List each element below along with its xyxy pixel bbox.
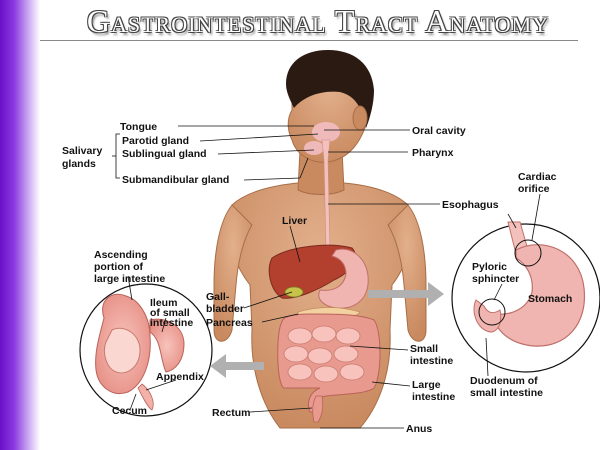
label-stomach: Stomach [528, 293, 572, 305]
label-cardiac-2: orifice [518, 183, 550, 195]
pyloric-sphincter-ring [478, 298, 506, 326]
appendix-shape [137, 383, 154, 411]
cecum-interior [103, 327, 141, 374]
parotid-gland-shape [312, 122, 340, 142]
labels: Tongue Parotid gland Sublingual gland Su… [62, 121, 572, 435]
label-esophagus: Esophagus [442, 199, 499, 211]
rectum-shape [312, 395, 324, 423]
label-cardiac-1: Cardiac [518, 171, 557, 183]
label-parotid-gland: Parotid gland [122, 135, 189, 147]
left-arm [213, 204, 253, 342]
organs [268, 244, 381, 423]
ear [352, 105, 368, 131]
label-pharynx: Pharynx [412, 147, 454, 159]
liver-shape [268, 244, 356, 299]
arrow-to-cecum-inset [210, 354, 264, 378]
label-submandibular-gland: Submandibular gland [122, 174, 229, 186]
cecum-inset [79, 283, 213, 417]
arrow-to-stomach-inset [368, 282, 444, 306]
small-intestine-coils [283, 325, 365, 383]
label-duodenum-1: Duodenum of [470, 375, 538, 387]
page-title: Gastrointestinal Tract Anatomy [86, 3, 550, 39]
label-rectum: Rectum [212, 407, 251, 419]
label-cecum: Cecum [112, 405, 147, 417]
stomach-inset [451, 221, 600, 373]
label-pyloric-2: sphincter [472, 273, 519, 285]
label-small-intestine-1: Small [410, 343, 438, 355]
label-ascending-3: large intestine [94, 273, 165, 285]
label-large-intestine-2: intestine [412, 391, 455, 403]
label-pyloric-1: Pyloric [472, 261, 507, 273]
label-ileum-3: intestine [150, 317, 193, 329]
title-divider [40, 40, 578, 41]
stomach-shape [318, 248, 369, 309]
label-sublingual-gland: Sublingual gland [122, 148, 207, 160]
hair [286, 50, 374, 128]
label-oral-cavity: Oral cavity [412, 125, 466, 137]
cardiac-orifice-ring [514, 239, 542, 267]
label-ileum-1: Ileum [150, 297, 177, 309]
label-duodenum-2: small intestine [470, 387, 543, 399]
label-small-intestine-2: intestine [410, 355, 453, 367]
label-tongue: Tongue [120, 121, 157, 133]
inset-stomach [493, 244, 586, 347]
label-gallbladder-2: bladder [206, 303, 244, 315]
label-ascending-1: Ascending [94, 249, 148, 261]
gallbladder-shape [284, 286, 304, 298]
label-pancreas: Pancreas [206, 317, 253, 329]
right-arm [387, 204, 427, 342]
ileum-shape [149, 318, 185, 373]
label-appendix: Appendix [156, 371, 204, 383]
label-salivary-1: Salivary [62, 145, 102, 157]
label-gallbladder-1: Gall- [206, 291, 230, 303]
label-anus: Anus [406, 423, 432, 435]
label-large-intestine-1: Large [412, 379, 441, 391]
accent-bar [0, 0, 40, 450]
submandibular-gland-shape [304, 141, 324, 155]
label-liver: Liver [282, 215, 307, 227]
leader-lines [112, 125, 541, 429]
label-ileum-2: of small [150, 307, 190, 319]
label-salivary-2: glands [62, 158, 96, 170]
label-ascending-2: portion of [94, 261, 143, 273]
